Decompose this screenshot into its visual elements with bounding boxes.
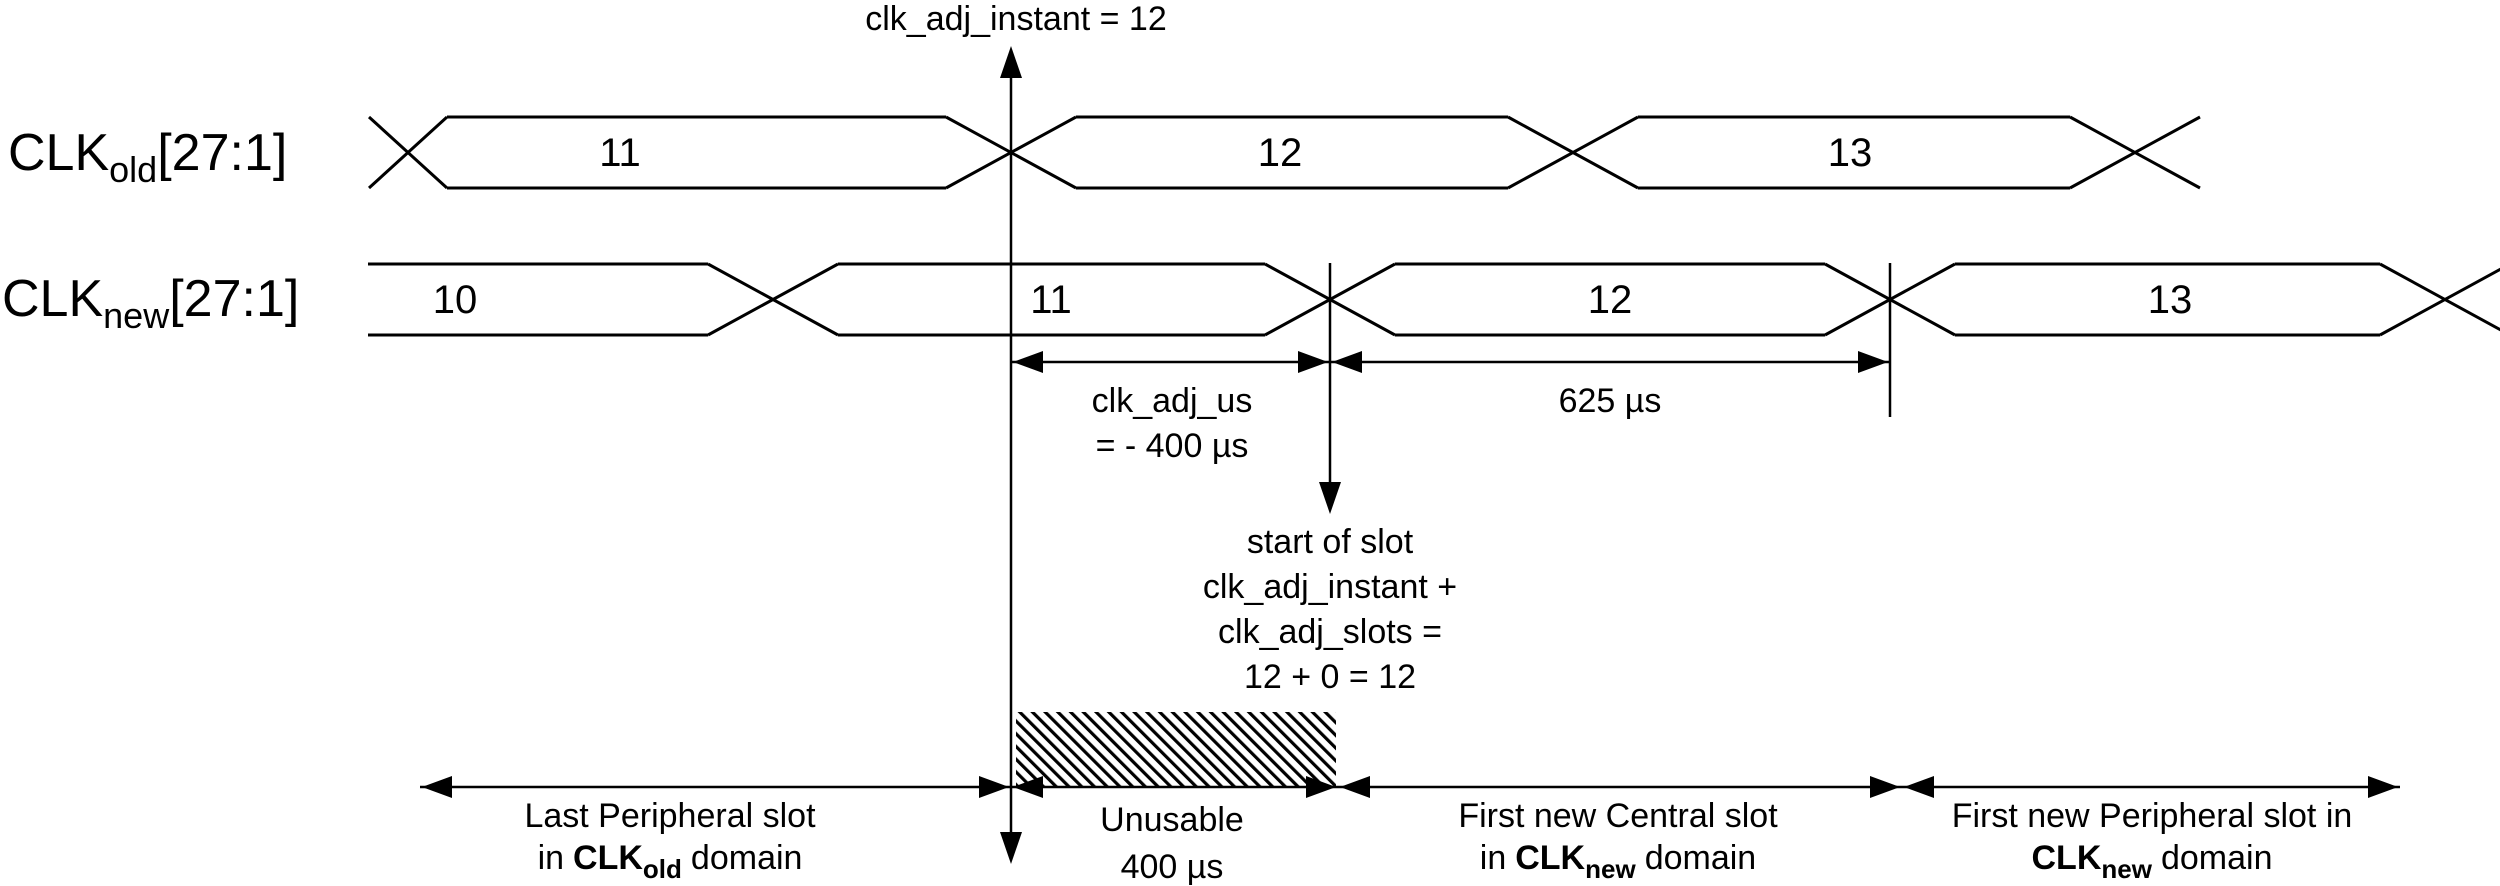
span1-label-line1: Last Peripheral slot [524,797,816,835]
span4-domain-text: domain [2161,839,2273,877]
span1-clk-sub-text: old [643,854,682,884]
clk-old-range: [27:1] [157,124,287,182]
clk-new-value-11: 11 [1030,278,1072,322]
span3-clk-sub-text: new [1585,854,1636,884]
span4-label-line1: First new Peripheral slot in [1952,797,2353,835]
span4-arrow-left-icon [1904,776,1934,798]
start-of-slot-arrow-down-icon [1319,482,1341,514]
clk-old-value-13: 13 [1828,131,1873,175]
clk-new-value-10: 10 [433,278,478,322]
instant-arrow-up-icon [1000,46,1022,78]
span2-label-line1: Unusable [1100,801,1244,839]
span3-arrow-right-icon [1870,776,1900,798]
clk-adj-us-label-line2: = - 400 µs [1096,427,1249,465]
signal-label-clk-old: CLKold[27:1] [8,124,287,190]
span4-clk-text: CLK [2032,839,2102,877]
clk-old-sub: old [109,149,157,190]
span3-label-line1: First new Central slot [1458,797,1778,835]
clk-old-value-12: 12 [1258,131,1303,175]
span2-arrow-right-icon [1306,776,1336,798]
start-of-slot-line3: clk_adj_slots = [1218,613,1442,651]
span4-label-line2: CLKnew domain [2032,839,2273,884]
instant-arrow-down-icon [1000,832,1022,864]
span1-in-text: in [538,839,564,877]
start-of-slot-line4: 12 + 0 = 12 [1244,658,1416,696]
start-of-slot-line1: start of slot [1247,523,1414,561]
start-of-slot-line2: clk_adj_instant + [1203,568,1457,606]
clk-new-value-13: 13 [2148,278,2193,322]
span2-label-line2: 400 µs [1121,848,1224,886]
span3-arrow-left-icon [1340,776,1370,798]
slot-duration-label: 625 µs [1559,382,1662,420]
adj-us-arrow-right-icon [1298,351,1328,373]
span3-clk-text: CLK [1515,839,1585,877]
clk-new-range: [27:1] [169,270,299,328]
slot-625-arrow-left-icon [1332,351,1362,373]
span1-clk-text: CLK [573,839,643,877]
clk-old-value-11: 11 [599,131,641,175]
span2-arrow-left-icon [1013,776,1043,798]
span1-arrow-right-icon [979,776,1009,798]
clk-adj-instant-label: clk_adj_instant = 12 [865,0,1166,38]
span4-clk-sub-text: new [2101,854,2152,884]
span1-domain-text: domain [691,839,803,877]
unusable-hatched-region [1016,712,1336,786]
adj-us-arrow-left-icon [1013,351,1043,373]
span1-arrow-left-icon [422,776,452,798]
span3-in-text: in [1480,839,1506,877]
clk-new-name: CLK [2,270,103,328]
slot-625-arrow-right-icon [1858,351,1888,373]
clk-new-sub: new [103,295,170,336]
clk-new-value-12: 12 [1588,278,1633,322]
clk-old-name: CLK [8,124,109,182]
clk-adj-us-label-line1: clk_adj_us [1092,382,1253,420]
span3-domain-text: domain [1645,839,1757,877]
signal-label-clk-new: CLKnew[27:1] [2,270,299,336]
span4-arrow-right-icon [2368,776,2398,798]
